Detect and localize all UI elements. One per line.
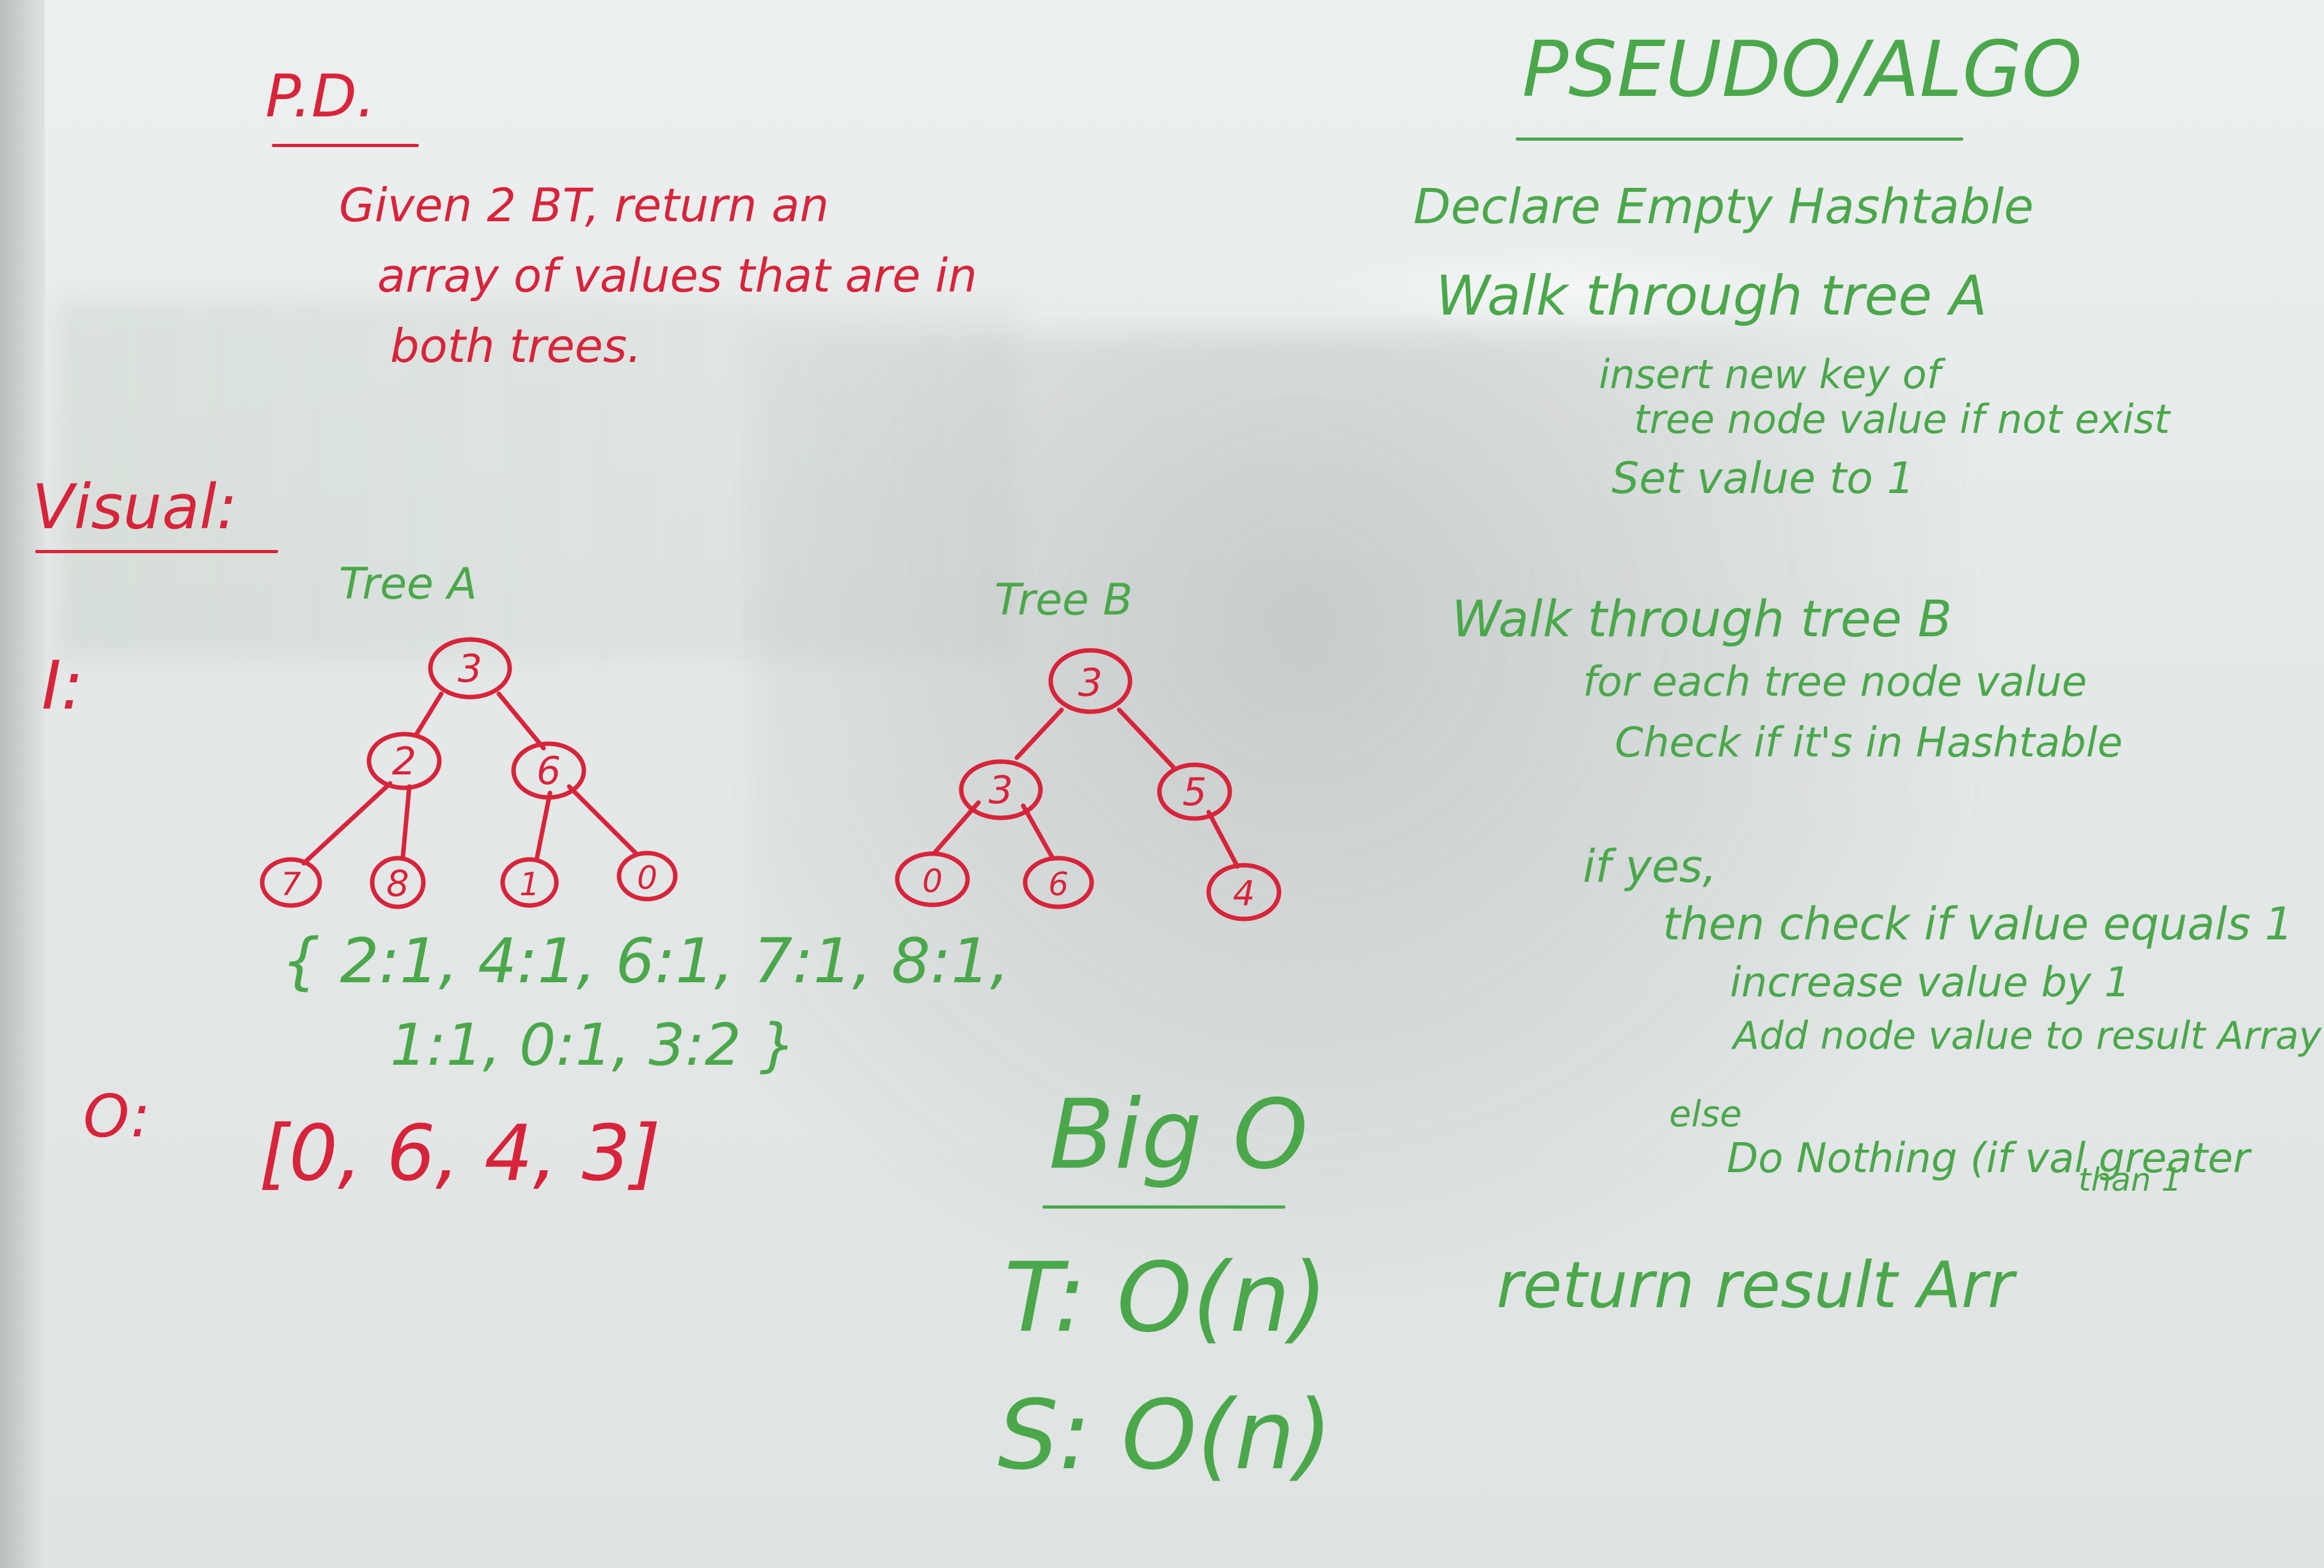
big-o-time: T: O(n)	[1004, 1243, 1328, 1354]
pseudo-line-9b: Add node value to result Array	[1733, 1014, 2322, 1058]
pseudo-line-11b: than 1	[2078, 1161, 2182, 1198]
input-label: I:	[42, 647, 84, 725]
tree-a-node-right	[511, 741, 586, 800]
pseudo-heading: PSEUDO/ALGO	[1522, 26, 2082, 114]
pseudo-line-12: return result Arr	[1496, 1248, 2014, 1322]
big-o-underline	[1042, 1205, 1285, 1209]
tree-a-value-left: 2	[392, 739, 416, 784]
big-o-space: S: O(n)	[998, 1380, 1333, 1491]
tree-a-node-rl	[500, 857, 559, 908]
tree-a-node-root	[428, 637, 512, 700]
pseudo-line-6b: Check if it's in Hashtable	[1615, 719, 2123, 767]
tree-a-label: Tree A	[339, 559, 478, 609]
big-o-heading: Big O	[1049, 1079, 1308, 1191]
tree-b-node-left	[959, 759, 1043, 820]
tree-a-value-rr: 0	[637, 859, 657, 897]
pseudo-line-11a: Do Nothing (if val greater	[1727, 1135, 2250, 1182]
pseudo-line-6a: for each tree node value	[1583, 659, 2087, 706]
tree-a-node-rr	[616, 851, 678, 902]
pseudo-line-9a: increase value by 1	[1730, 959, 2131, 1007]
board-frame-edge	[0, 0, 45, 1568]
tree-b-value-rr: 4	[1233, 874, 1255, 914]
problem-line-2: array of values that are in	[377, 249, 977, 302]
ceiling-light-reflection	[1279, 243, 1855, 333]
pseudo-line-7: if yes,	[1583, 840, 1717, 893]
tree-b-node-lm	[1023, 856, 1094, 909]
visual-heading: Visual:	[32, 471, 238, 543]
pseudo-line-3a: insert new key of	[1599, 351, 1941, 398]
person-reflection	[755, 333, 1970, 1292]
problem-heading: P.D.	[265, 62, 376, 130]
tree-b-label: Tree B	[994, 575, 1133, 625]
visual-heading-underline	[35, 550, 278, 553]
hashtable-line-1: { 2:1, 4:1, 6:1, 7:1, 8:1,	[281, 925, 1010, 997]
pseudo-line-10: else	[1669, 1094, 1742, 1135]
tree-b-value-left: 3	[989, 768, 1013, 813]
pseudo-line-8: then check if value equals 1	[1663, 898, 2293, 950]
tree-a-value-right: 6	[537, 749, 561, 794]
tree-a-value-ll: 7	[281, 866, 301, 903]
tree-a-value-root: 3	[458, 647, 482, 691]
hashtable-line-2: 1:1, 0:1, 3:2 }	[390, 1012, 796, 1079]
tree-b-value-root: 3	[1078, 661, 1103, 705]
tree-b-node-ll	[895, 851, 970, 907]
tree-a-value-lr: 8	[386, 863, 409, 905]
output-label: O:	[83, 1082, 151, 1150]
pseudo-line-4: Set value to 1	[1612, 453, 1915, 504]
tree-b-node-rr	[1206, 863, 1282, 921]
pseudo-line-3b: tree node value if not exist	[1634, 396, 2170, 443]
problem-line-1: Given 2 BT, return an	[339, 178, 829, 232]
problem-heading-underline	[272, 144, 419, 147]
tree-a-value-rl: 1	[519, 866, 540, 903]
tree-a-node-lr	[370, 856, 426, 909]
tree-b-node-right	[1157, 762, 1232, 821]
pseudo-line-5: Walk through tree B	[1452, 591, 1952, 648]
problem-line-3: both trees.	[390, 319, 642, 373]
pseudo-heading-underline	[1516, 137, 1963, 141]
tree-a-node-ll	[260, 857, 322, 908]
output-value: [0, 6, 4, 3]	[259, 1109, 661, 1198]
pseudo-line-2: Walk through tree A	[1436, 264, 1988, 328]
window-reflection	[58, 301, 1017, 659]
tree-a-node-left	[366, 732, 442, 790]
tree-b-value-right: 5	[1182, 770, 1207, 815]
tree-b-node-root	[1048, 648, 1133, 714]
tree-b-value-ll: 0	[922, 863, 943, 900]
tree-b-value-lm: 6	[1048, 866, 1069, 903]
pseudo-line-1: Declare Empty Hashtable	[1413, 178, 2034, 235]
